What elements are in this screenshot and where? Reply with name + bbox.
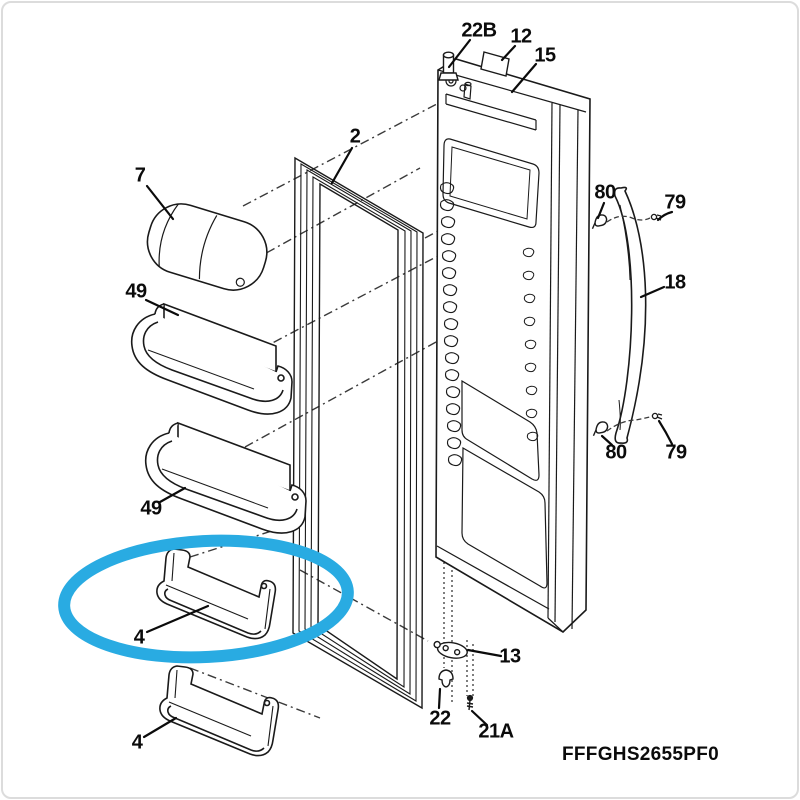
handle-screw-80-bottom <box>589 420 610 437</box>
part-label-49-lower: 49 <box>140 497 162 520</box>
name-plate-12 <box>480 51 510 77</box>
part-label-2: 2 <box>349 125 361 148</box>
part-label-18: 18 <box>664 271 686 294</box>
part-label-79-top: 79 <box>664 191 686 214</box>
part-label-22b: 22B <box>461 19 497 42</box>
part-label-12: 12 <box>510 25 532 48</box>
dairy-cover-7 <box>146 203 268 291</box>
part-label-21a: 21A <box>478 720 514 743</box>
refrigerator-door-panel-15 <box>435 58 591 633</box>
part-label-80-top: 80 <box>594 181 616 204</box>
door-bin-4-bottom <box>159 665 280 757</box>
part-label-79-bottom: 79 <box>665 441 687 464</box>
screw-21a <box>466 694 474 711</box>
screw-dash-links <box>606 215 651 432</box>
part-label-7: 7 <box>134 164 146 187</box>
part-label-22: 22 <box>429 707 451 730</box>
model-number: FFFGHS2655PF0 <box>562 744 720 765</box>
door-bin-4-highlighted <box>156 548 277 640</box>
plug-cap-22 <box>438 669 454 688</box>
handle-screw-79-bottom <box>651 412 663 420</box>
callout-leader-lines <box>142 38 674 739</box>
part-label-15: 15 <box>534 44 556 67</box>
top-hinge-pin-22b <box>438 51 459 81</box>
door-bin-49-lower <box>144 422 307 534</box>
door-handle-18 <box>613 186 647 444</box>
highlight-ellipse[interactable] <box>58 534 354 665</box>
part-label-49-upper: 49 <box>125 280 147 303</box>
part-label-13: 13 <box>499 645 521 668</box>
door-bin-49-upper <box>130 303 293 415</box>
part-label-4-bottom: 4 <box>131 731 143 754</box>
door-gasket-2 <box>292 156 424 710</box>
part-label-4-highlighted: 4 <box>133 626 145 649</box>
part-label-80-bottom: 80 <box>605 441 627 464</box>
dotted-drop-lines <box>443 562 474 705</box>
bottom-hinge-bracket-13 <box>433 640 468 659</box>
